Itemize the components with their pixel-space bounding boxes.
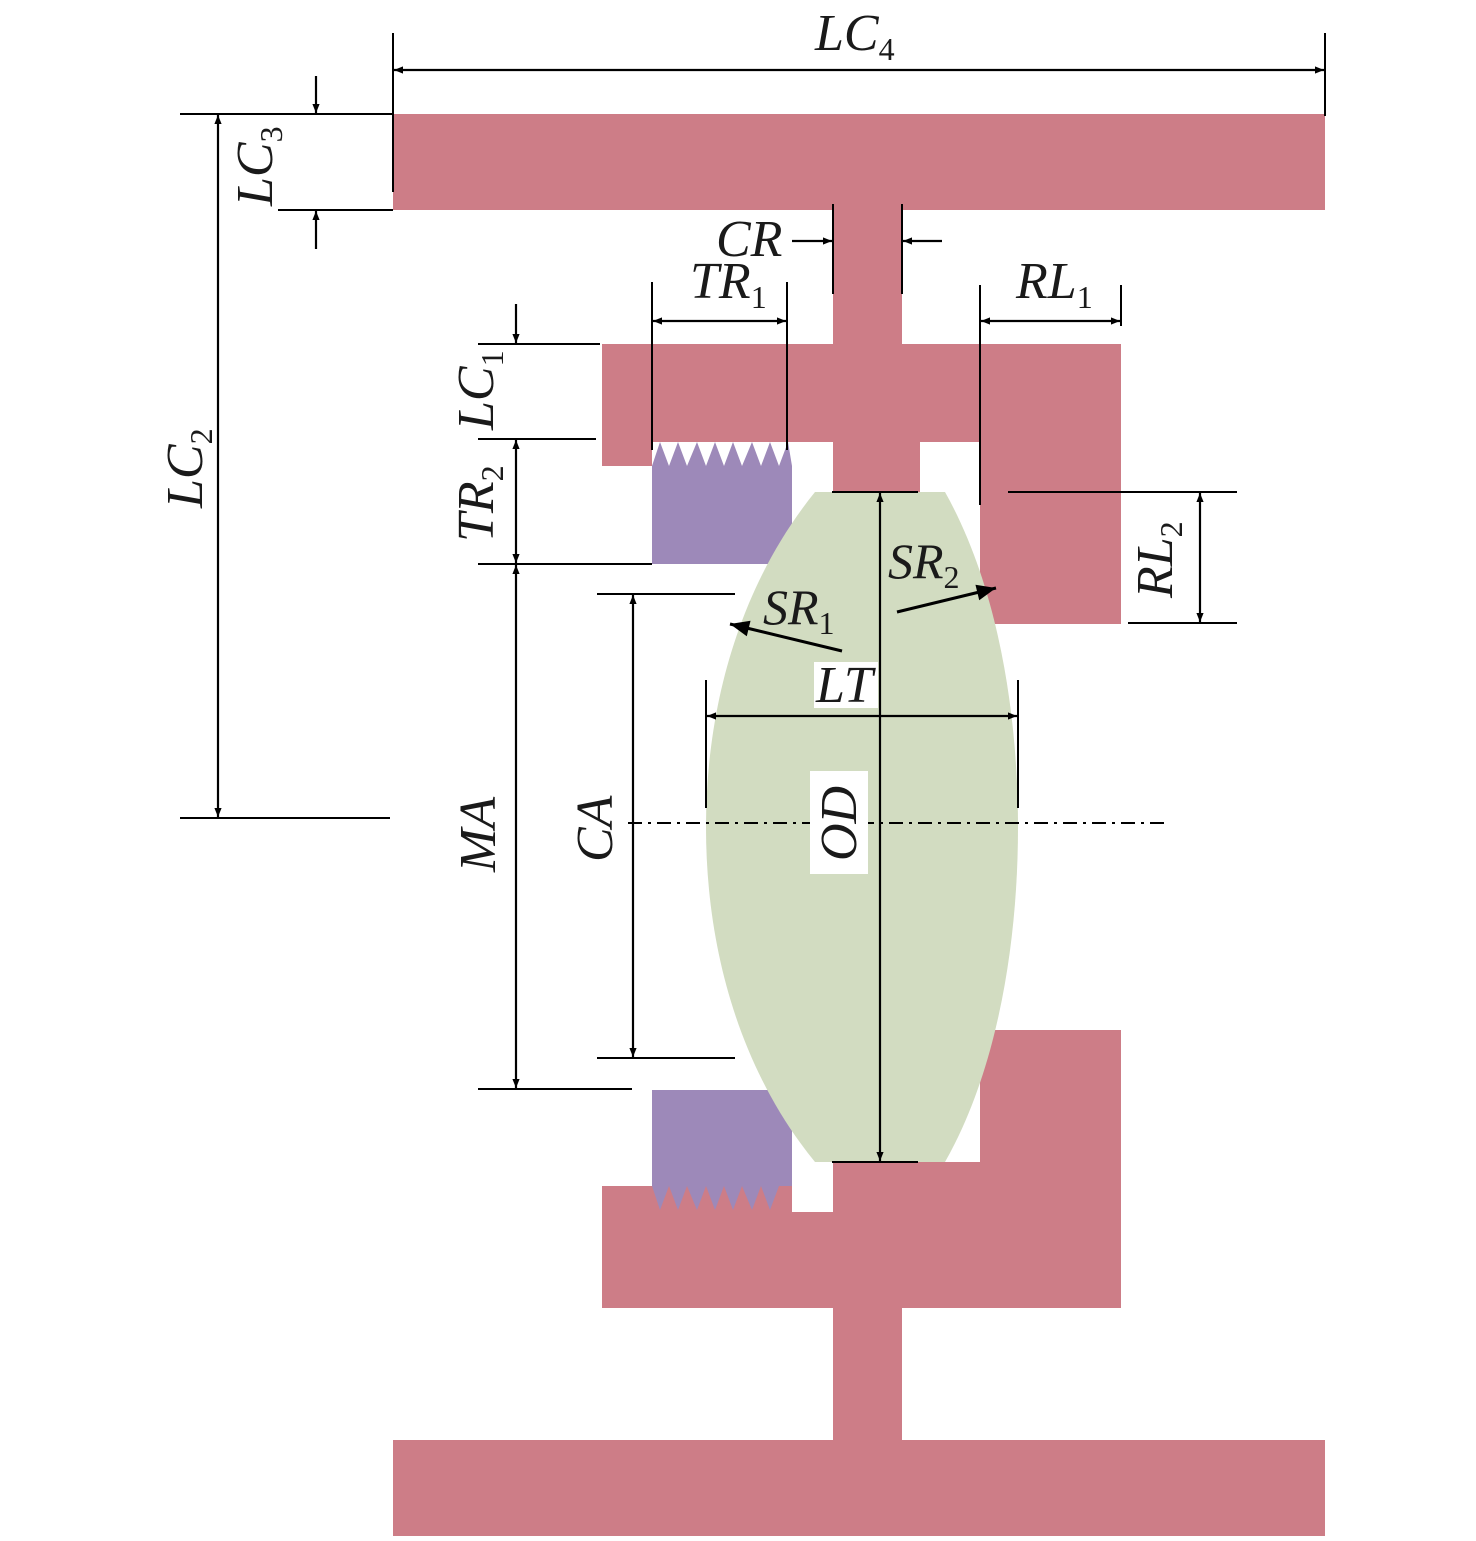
top-plate — [393, 114, 1325, 210]
bottom-retaining-ring — [652, 1090, 792, 1210]
label-rl1: RL1 — [1015, 253, 1093, 315]
label-ma: MA — [450, 797, 507, 873]
bottom-cell-gap — [792, 1162, 833, 1212]
label-tr2: TR2 — [448, 465, 510, 542]
label-lt: LT — [815, 657, 876, 714]
label-rl2: RL2 — [1127, 521, 1189, 599]
label-cr: CR — [716, 211, 782, 268]
mount-structure — [393, 114, 1325, 1536]
top-retaining-ring — [652, 442, 792, 564]
label-sr2: SR2 — [888, 533, 960, 595]
top-cell-flange — [602, 344, 1121, 442]
dimension-lines — [214, 66, 1324, 1161]
top-stem — [833, 210, 902, 344]
bottom-plate — [393, 1440, 1325, 1536]
extension-lines — [180, 33, 1326, 1163]
sr2-arrow — [896, 584, 997, 614]
bottom-cell-flange — [602, 1186, 1121, 1308]
top-cell-center — [833, 442, 920, 492]
label-lc2: LC2 — [157, 428, 219, 509]
bottom-stem — [833, 1308, 902, 1442]
labels: LC4 LC3 LC2 CR TR1 RL1 LC1 TR2 R — [157, 5, 1189, 874]
label-od-bg — [810, 771, 868, 874]
label-lc3: LC3 — [227, 126, 289, 207]
label-od: OD — [811, 786, 868, 861]
top-right-seat — [980, 442, 1121, 624]
label-ca: CA — [567, 795, 624, 862]
label-tr1: TR1 — [690, 253, 767, 315]
label-lc1: LC1 — [448, 350, 510, 431]
label-sr1: SR1 — [763, 579, 835, 641]
label-lc4: LC4 — [814, 5, 895, 67]
label-lt-bg — [814, 662, 878, 708]
sr1-arrow — [729, 620, 843, 653]
top-cell-left-lip — [602, 442, 652, 466]
